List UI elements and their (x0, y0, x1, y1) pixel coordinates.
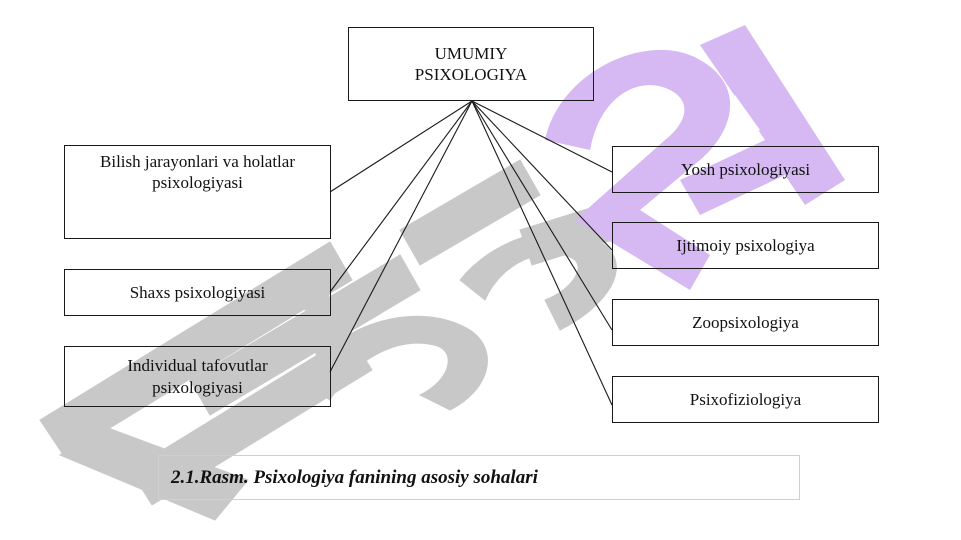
branch-node-line: Psixofiziologiya (689, 389, 802, 409)
branch-node-line: psixologiyasi (152, 173, 243, 193)
branch-node-cognitive: Bilish jarayonlari va holatlar psixologi… (64, 145, 331, 239)
connector-line (471, 100, 613, 406)
branch-node-social: Ijtimoiy psixologiya (612, 222, 879, 269)
branch-node-psychophysiology: Psixofiziologiya (612, 376, 879, 423)
branch-node-line: Shaxs psixologiyasi (129, 282, 266, 302)
connector-line (329, 100, 473, 193)
figure-caption-text: 2.1.Rasm. Psixologiya fanining asosiy so… (171, 466, 538, 488)
branch-node-line: Ijtimoiy psixologiya (676, 235, 815, 255)
connector-line (329, 100, 473, 293)
root-node-line: UMUMIY (434, 43, 508, 63)
branch-node-age: Yosh psixologiyasi (612, 146, 879, 193)
branch-node-line: psixologiyasi (152, 377, 243, 397)
branch-node-line: Zoopsixologiya (692, 312, 799, 332)
branch-node-line: Individual tafovutlar (127, 356, 268, 376)
branch-node-personality: Shaxs psixologiyasi (64, 269, 331, 316)
connector-line (329, 100, 473, 373)
connector-line (471, 100, 613, 251)
branch-node-line: Bilish jarayonlari va holatlar (100, 152, 295, 171)
root-node: UMUMIY PSIXOLOGIYA (348, 27, 594, 101)
connector-line (471, 100, 613, 173)
root-node-line: PSIXOLOGIYA (414, 65, 528, 84)
branch-node-line: Yosh psixologiyasi (680, 159, 811, 179)
figure-caption: 2.1.Rasm. Psixologiya fanining asosiy so… (158, 455, 800, 500)
connector-line (471, 100, 613, 331)
branch-node-individual-differences: Individual tafovutlar psixologiyasi (64, 346, 331, 407)
branch-node-zoo: Zoopsixologiya (612, 299, 879, 346)
